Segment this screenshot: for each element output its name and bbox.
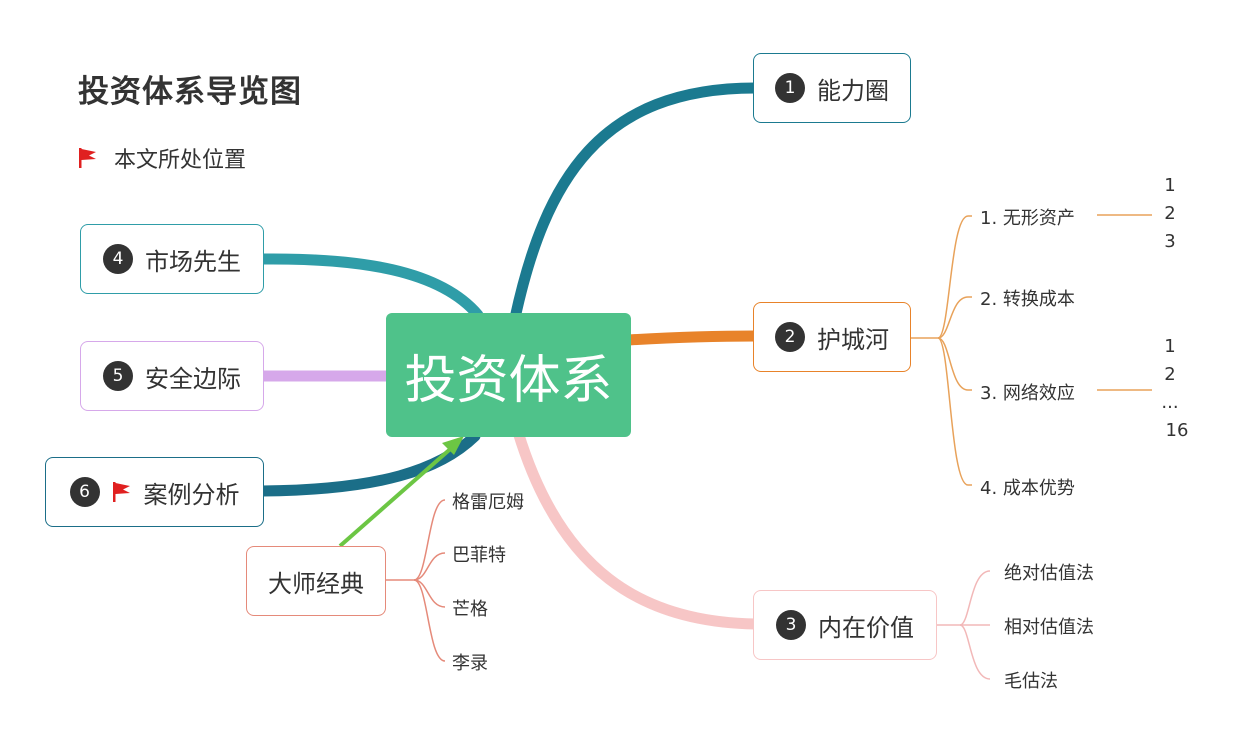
master-item[interactable]: 巴菲特 bbox=[452, 545, 506, 566]
masters-node[interactable]: 大师经典 bbox=[246, 546, 386, 616]
connector-6 bbox=[256, 430, 481, 497]
masters-arrow bbox=[338, 442, 458, 548]
branch-label: 案例分析 bbox=[143, 480, 240, 509]
branch-intrinsic-value[interactable]: 3 内在价值 bbox=[753, 590, 937, 660]
central-topic[interactable]: 投资体系 bbox=[386, 313, 631, 437]
number-badge: 3 bbox=[776, 610, 806, 640]
branch-label: 市场先生 bbox=[145, 247, 241, 276]
branch-label: 护城河 bbox=[817, 325, 889, 354]
sub-item[interactable]: 3 bbox=[1164, 231, 1176, 252]
number-badge: 4 bbox=[103, 244, 133, 274]
master-item[interactable]: 李录 bbox=[452, 653, 488, 674]
flag-icon bbox=[112, 482, 130, 502]
branch-margin-of-safety[interactable]: 5 安全边际 bbox=[80, 341, 264, 411]
branch-ability-circle[interactable]: 1 能力圈 bbox=[753, 53, 911, 123]
moat-item[interactable]: 3. 网络效应 bbox=[980, 383, 1075, 404]
sub-item[interactable]: 1 bbox=[1164, 175, 1176, 196]
sub-item[interactable]: 2 bbox=[1164, 203, 1176, 224]
master-item[interactable]: 格雷厄姆 bbox=[452, 492, 524, 513]
valuation-item[interactable]: 相对估值法 bbox=[1004, 617, 1094, 638]
branch-mr-market[interactable]: 4 市场先生 bbox=[80, 224, 264, 294]
flag-icon bbox=[79, 148, 96, 168]
master-item[interactable]: 芒格 bbox=[452, 599, 488, 620]
legend-label: 本文所处位置 bbox=[114, 148, 247, 173]
sub-item[interactable]: 2 bbox=[1164, 364, 1176, 385]
moat-item[interactable]: 2. 转换成本 bbox=[980, 289, 1075, 310]
branch-label: 安全边际 bbox=[145, 364, 241, 393]
connector-2 bbox=[627, 330, 756, 346]
connector-3 bbox=[512, 426, 761, 630]
number-badge: 1 bbox=[775, 73, 805, 103]
branch-case-study[interactable]: 6 案例分析 bbox=[45, 457, 264, 527]
number-badge: 6 bbox=[69, 477, 100, 507]
sub-item[interactable]: ... bbox=[1161, 392, 1179, 413]
value-bracket bbox=[937, 570, 991, 680]
valuation-item[interactable]: 绝对估值法 bbox=[1004, 563, 1094, 584]
masters-label: 大师经典 bbox=[268, 569, 364, 598]
moat-bracket bbox=[908, 214, 1152, 486]
branch-label: 内在价值 bbox=[818, 613, 914, 642]
number-badge: 5 bbox=[103, 361, 133, 391]
branch-moat[interactable]: 2 护城河 bbox=[753, 302, 911, 372]
sub-item[interactable]: 16 bbox=[1165, 420, 1189, 441]
connector-1 bbox=[509, 82, 761, 324]
branch-label: 能力圈 bbox=[817, 76, 889, 105]
number-badge: 2 bbox=[775, 322, 805, 352]
sub-item[interactable]: 1 bbox=[1164, 336, 1176, 357]
masters-bracket bbox=[385, 499, 446, 662]
valuation-item[interactable]: 毛估法 bbox=[1004, 671, 1058, 692]
legend: 本文所处位置 bbox=[78, 142, 246, 174]
connector-4 bbox=[256, 253, 484, 321]
moat-item[interactable]: 4. 成本优势 bbox=[980, 478, 1075, 499]
page-title: 投资体系导览图 bbox=[78, 74, 302, 110]
moat-item[interactable]: 1. 无形资产 bbox=[980, 208, 1075, 229]
